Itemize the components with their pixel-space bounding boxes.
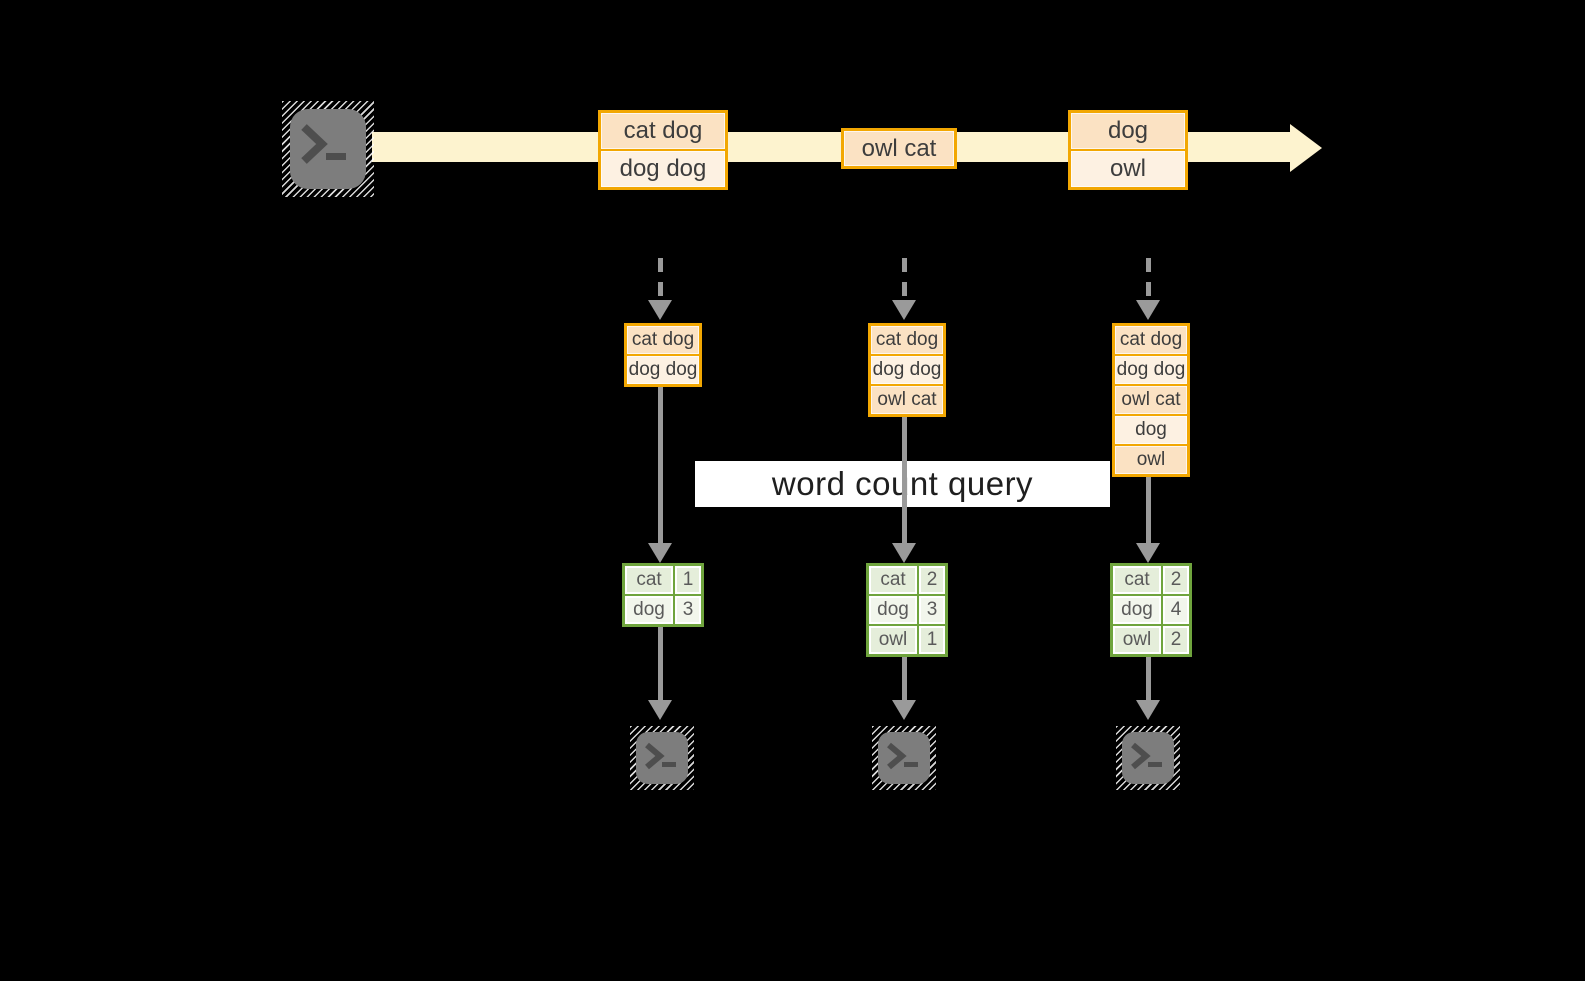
terminal-prompt-glyph: [887, 742, 918, 770]
count-value: 2: [1163, 626, 1189, 654]
stack-row: dog dog: [1115, 356, 1187, 384]
arrow-head-icon: [648, 543, 672, 563]
batch-row: owl: [1071, 151, 1185, 187]
batch-row: cat dog: [601, 113, 725, 149]
window-stack-2: cat dog dog dog owl cat: [868, 323, 946, 417]
terminal-prompt-glyph: [645, 742, 676, 770]
count-table-3: cat 2 dog 4 owl 2: [1110, 563, 1192, 657]
terminal-body: [636, 732, 688, 784]
terminal-body: [1122, 732, 1174, 784]
count-value: 4: [1163, 596, 1189, 624]
arrow-line: [901, 657, 907, 700]
stack-row: dog dog: [627, 356, 699, 384]
batch-row: dog: [1071, 113, 1185, 149]
stream-batch-3: dog owl: [1068, 110, 1188, 190]
count-value: 1: [675, 566, 701, 594]
terminal-body: [290, 109, 366, 189]
window-stack-3: cat dog dog dog owl cat dog owl: [1112, 323, 1190, 477]
count-value: 2: [919, 566, 945, 594]
arrow-head-icon: [892, 543, 916, 563]
terminal-prompt-glyph: [1131, 742, 1162, 770]
count-word: dog: [625, 596, 673, 624]
sink-terminal-icon: [630, 726, 694, 790]
stack-row: cat dog: [627, 326, 699, 354]
count-value: 3: [675, 596, 701, 624]
dashed-arrow-head-icon: [1136, 300, 1160, 320]
stack-row: dog: [1115, 416, 1187, 444]
count-word: cat: [869, 566, 917, 594]
dashed-arrow-head-icon: [892, 300, 916, 320]
stream-batch-2: owl cat: [841, 128, 957, 169]
count-value: 2: [1163, 566, 1189, 594]
stack-row: dog dog: [871, 356, 943, 384]
stack-row: owl cat: [871, 386, 943, 414]
terminal-prompt-glyph: [301, 124, 346, 164]
stream-arrow-head-icon: [1290, 124, 1322, 172]
window-stack-1: cat dog dog dog: [624, 323, 702, 387]
sink-terminal-icon: [1116, 726, 1180, 790]
count-word: cat: [625, 566, 673, 594]
arrow-head-icon: [892, 700, 916, 720]
stack-row: cat dog: [871, 326, 943, 354]
count-table-2: cat 2 dog 3 owl 1: [866, 563, 948, 657]
batch-row: dog dog: [601, 151, 725, 187]
terminal-body: [878, 732, 930, 784]
arrow-head-icon: [1136, 700, 1160, 720]
arrow-head-icon: [648, 700, 672, 720]
arrow-head-icon: [1136, 543, 1160, 563]
arrow-line: [1145, 657, 1151, 700]
count-value: 1: [919, 626, 945, 654]
batch-row: owl cat: [844, 131, 954, 166]
count-table-1: cat 1 dog 3: [622, 563, 704, 627]
stack-row: owl: [1115, 446, 1187, 474]
count-word: dog: [869, 596, 917, 624]
dashed-arrow-line: [1145, 258, 1151, 300]
source-terminal-icon: [282, 101, 374, 197]
dashed-arrow-head-icon: [648, 300, 672, 320]
stack-row: cat dog: [1115, 326, 1187, 354]
count-value: 3: [919, 596, 945, 624]
arrow-line: [901, 417, 907, 545]
dashed-arrow-line: [657, 258, 663, 300]
arrow-line: [657, 627, 663, 700]
count-word: owl: [869, 626, 917, 654]
stack-row: owl cat: [1115, 386, 1187, 414]
arrow-line: [1145, 477, 1151, 545]
sink-terminal-icon: [872, 726, 936, 790]
count-word: dog: [1113, 596, 1161, 624]
arrow-line: [657, 387, 663, 545]
count-word: owl: [1113, 626, 1161, 654]
stream-batch-1: cat dog dog dog: [598, 110, 728, 190]
dashed-arrow-line: [901, 258, 907, 300]
count-word: cat: [1113, 566, 1161, 594]
